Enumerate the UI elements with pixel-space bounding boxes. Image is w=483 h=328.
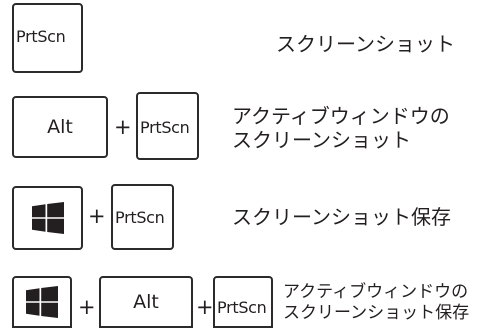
alt-key: Alt	[12, 96, 108, 158]
description-line-1: アクティブウィンドウの	[232, 104, 450, 128]
alt-key-label: Alt	[47, 116, 73, 138]
description-active-window-screenshot-save: アクティブウィンドウの スクリーンショット保存	[283, 282, 469, 324]
alt-key: Alt	[99, 276, 193, 328]
prtscn-key-label: PrtScn	[115, 208, 165, 227]
description-line-1: アクティブウィンドウの	[283, 282, 469, 302]
prtscn-key: PrtScn	[12, 3, 83, 73]
alt-key-label: Alt	[133, 291, 159, 313]
plus-sign: +	[196, 295, 214, 319]
description-screenshot: スクリーンショット	[276, 32, 455, 56]
description-line-2: スクリーンショット	[232, 128, 411, 152]
description-screenshot-save: スクリーンショット保存	[232, 205, 451, 229]
windows-logo-icon	[26, 286, 58, 318]
windows-logo-icon	[31, 202, 64, 234]
prtscn-key-label: PrtScn	[16, 27, 66, 46]
prtscn-key: PrtScn	[136, 92, 199, 160]
description-line-2: スクリーンショット保存	[283, 303, 470, 323]
windows-key	[12, 276, 72, 328]
prtscn-key-label: PrtScn	[140, 118, 190, 137]
windows-key	[12, 186, 83, 250]
plus-sign: +	[114, 115, 132, 139]
prtscn-key: PrtScn	[111, 184, 174, 250]
plus-sign: +	[78, 295, 96, 319]
plus-sign: +	[88, 204, 106, 228]
description-active-window-screenshot: アクティブウィンドウの スクリーンショット	[232, 104, 450, 152]
prtscn-key: PrtScn	[213, 276, 273, 328]
prtscn-key-label: PrtScn	[217, 298, 267, 317]
